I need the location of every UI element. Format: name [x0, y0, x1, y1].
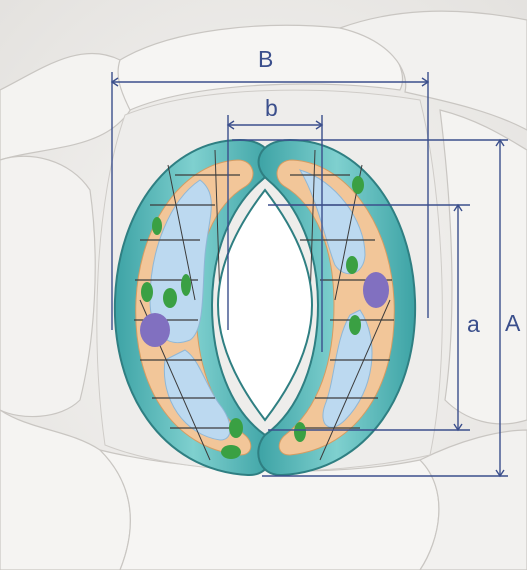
right-nucleus — [363, 272, 389, 308]
left-nucleus — [140, 313, 170, 347]
label-B: B — [258, 48, 273, 71]
label-a: a — [467, 313, 480, 336]
label-b: b — [265, 97, 278, 120]
label-A: A — [505, 312, 520, 335]
